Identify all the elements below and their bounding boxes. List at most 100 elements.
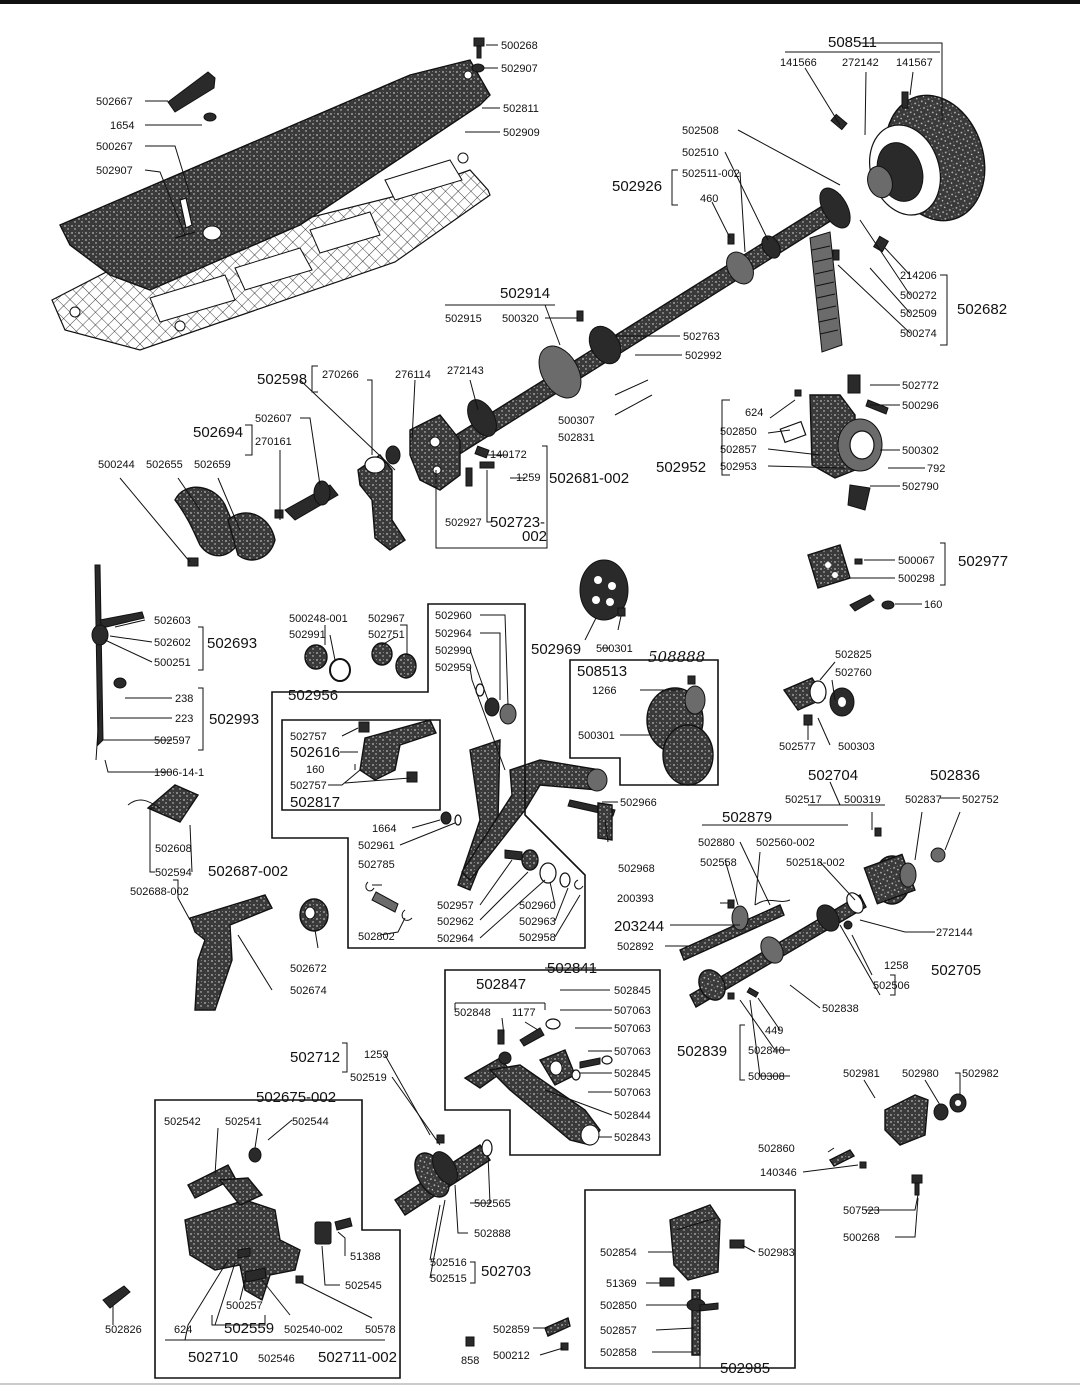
label-502847: 502847 — [476, 976, 526, 993]
label-502608: 502608 — [155, 843, 192, 855]
label-502981: 502981 — [843, 1068, 880, 1080]
label-502963: 502963 — [519, 916, 556, 928]
label-502888: 502888 — [474, 1228, 511, 1240]
label-858: 858 — [461, 1355, 479, 1367]
label-502860: 502860 — [758, 1143, 795, 1155]
label-502802: 502802 — [358, 931, 395, 943]
label-502687-002: 502687-002 — [208, 863, 288, 880]
label-508513: 508513 — [577, 663, 627, 680]
label-1177: 1177 — [512, 1007, 536, 1019]
label-502858: 502858 — [600, 1347, 637, 1359]
label-500298: 500298 — [898, 573, 935, 585]
label-502785: 502785 — [358, 859, 395, 871]
shaft-502838 — [689, 892, 867, 1008]
label-502763: 502763 — [683, 331, 720, 343]
label-500301-b: 500301 — [578, 730, 615, 742]
label-502672: 502672 — [290, 963, 327, 975]
label-502603: 502603 — [154, 615, 191, 627]
label-500268: 500268 — [501, 40, 538, 52]
label-502880: 502880 — [698, 837, 735, 849]
label-792: 792 — [927, 463, 945, 475]
label-502850-b: 502850 — [600, 1300, 637, 1312]
label-502985: 502985 — [720, 1360, 770, 1377]
label-502723-002: 002 — [522, 528, 547, 545]
box-508513 — [569, 659, 719, 786]
label-502914: 502914 — [500, 285, 550, 302]
pin-502859 — [465, 1317, 571, 1351]
label-507063: 507063 — [614, 1005, 651, 1017]
label-272144: 272144 — [936, 927, 973, 939]
box-502817 — [281, 719, 441, 811]
label-502960: 502960 — [435, 610, 472, 622]
label-500244: 500244 — [98, 459, 135, 471]
label-500320: 500320 — [502, 313, 539, 325]
hook-502655 — [174, 486, 276, 567]
label-502757-b: 502757 — [290, 780, 327, 792]
label-502841: 502841 — [547, 960, 597, 977]
label-502811: 502811 — [503, 103, 539, 115]
label-500212: 500212 — [493, 1350, 530, 1362]
label-502594: 502594 — [155, 867, 192, 879]
label-502993: 502993 — [209, 711, 259, 728]
label-502519: 502519 — [350, 1072, 387, 1084]
label-502790: 502790 — [902, 481, 939, 493]
label-1654: 1654 — [110, 120, 134, 132]
label-502655: 502655 — [146, 459, 183, 471]
label-502960-b: 502960 — [519, 900, 556, 912]
label-500268-b: 500268 — [843, 1232, 880, 1244]
label-502675-002: 502675-002 — [256, 1089, 336, 1106]
label-502518-002: 502518-002 — [786, 857, 845, 869]
label-502990: 502990 — [435, 645, 472, 657]
screws-141566-141567 — [830, 91, 909, 131]
label-502667: 502667 — [96, 96, 133, 108]
label-500274: 500274 — [900, 328, 937, 340]
label-502704: 502704 — [808, 767, 858, 784]
label-502879: 502879 — [722, 809, 772, 826]
plate-502977 — [807, 544, 895, 612]
label-502857-b: 502857 — [600, 1325, 637, 1337]
box-502985 — [584, 1189, 796, 1369]
label-502510: 502510 — [682, 147, 719, 159]
shaft-502966 — [567, 799, 616, 841]
label-502509: 502509 — [900, 308, 937, 320]
label-1258: 1258 — [884, 960, 908, 972]
label-500296: 500296 — [902, 400, 939, 412]
label-502693: 502693 — [207, 635, 257, 652]
label-500272: 500272 — [900, 290, 937, 302]
label-502983: 502983 — [758, 1247, 795, 1259]
label-270266: 270266 — [322, 369, 359, 381]
gear-502969 — [579, 559, 629, 621]
housing-502675-002 — [184, 1147, 353, 1302]
parts-502681-002 — [465, 445, 495, 487]
label-502681-002: 502681-002 — [549, 470, 629, 487]
leader-lines — [102, 42, 961, 1369]
handwritten-508888: 508888 — [648, 648, 705, 666]
label-502961: 502961 — [358, 840, 395, 852]
label-502854: 502854 — [600, 1247, 637, 1259]
label-502723: 502723- — [490, 514, 545, 531]
label-502850: 502850 — [720, 426, 757, 438]
label-200393: 200393 — [617, 893, 654, 905]
label-502826: 502826 — [105, 1324, 142, 1336]
pin-502607 — [274, 480, 339, 521]
label-502843: 502843 — [614, 1132, 651, 1144]
label-502959: 502959 — [435, 662, 472, 674]
label-502926: 502926 — [612, 178, 662, 195]
label-500267: 500267 — [96, 141, 133, 153]
label-500319: 500319 — [844, 794, 881, 806]
label-502957: 502957 — [437, 900, 474, 912]
label-502560-002: 502560-002 — [756, 837, 815, 849]
label-1259-b: 1259 — [364, 1049, 388, 1061]
handwheel-508511 — [867, 94, 986, 222]
label-272143: 272143 — [447, 365, 484, 377]
foot-502608 — [127, 784, 200, 823]
label-502845-b: 502845 — [614, 1068, 651, 1080]
label-502953: 502953 — [720, 461, 757, 473]
label-502565: 502565 — [474, 1198, 511, 1210]
label-507063-c: 507063 — [614, 1046, 651, 1058]
label-502559: 502559 — [224, 1320, 274, 1337]
label-507523: 507523 — [843, 1205, 880, 1217]
label-502558: 502558 — [700, 857, 737, 869]
label-624-b: 624 — [174, 1324, 192, 1336]
label-1664: 1664 — [372, 823, 396, 835]
